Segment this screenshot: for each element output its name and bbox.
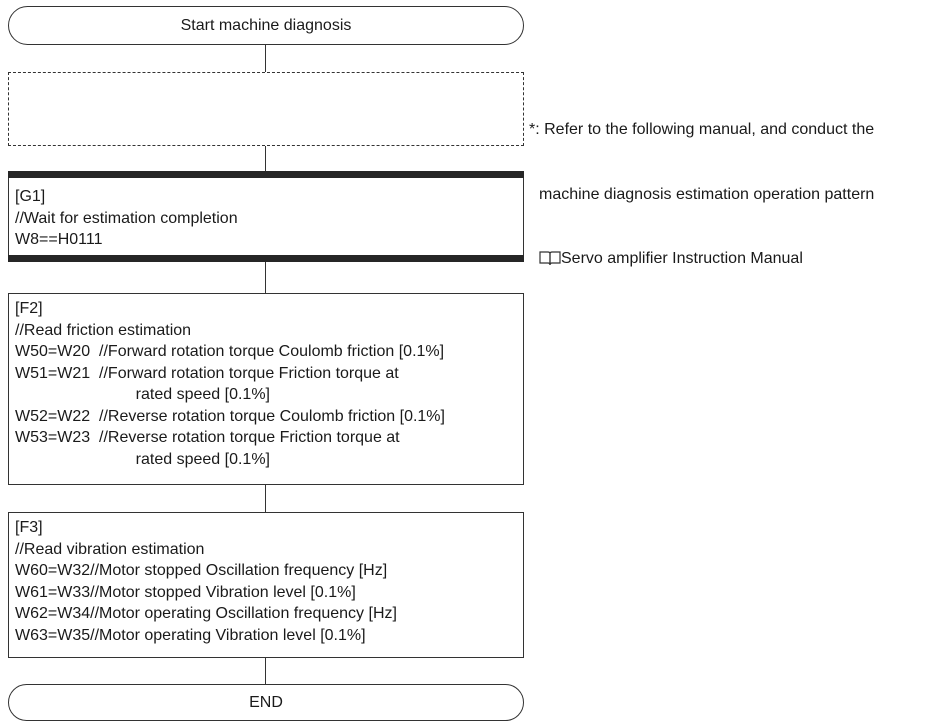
f2-step-box: [F2] //Read friction estimation W50=W20 …	[8, 293, 524, 485]
note-line-2: machine diagnosis estimation operation p…	[539, 185, 875, 203]
note-line-1: Refer to the following manual, and condu…	[544, 121, 875, 138]
f3-line: W62=W34//Motor operating Oscillation fre…	[15, 605, 397, 622]
connector-line	[265, 658, 266, 684]
f3-line: W63=W35//Motor operating Vibration level…	[15, 626, 366, 644]
manual-book-icon	[539, 251, 561, 266]
connector-line	[265, 45, 266, 72]
f3-step-box: [F3] //Read vibration estimation W60=W32…	[8, 512, 524, 658]
f2-line: //Read friction estimation	[15, 321, 192, 339]
connector-line	[265, 485, 266, 512]
start-terminal: Start machine diagnosis	[8, 6, 524, 45]
f2-line: rated speed [0.1%]	[69, 386, 270, 403]
end-label: END	[249, 693, 283, 711]
f2-line: [F2]	[15, 300, 43, 317]
f2-line: rated speed [0.1%]	[69, 450, 270, 468]
reference-note: *: Refer to the following manual, and co…	[529, 76, 874, 291]
f3-line: //Read vibration estimation	[15, 540, 205, 558]
g1-bottom-bar	[8, 255, 524, 262]
g1-line: W8==H0111	[15, 231, 103, 248]
dashed-step-box	[8, 72, 524, 146]
f2-line: W50=W20 //Forward rotation torque Coulom…	[15, 343, 445, 360]
note-line-3: Servo amplifier Instruction Manual	[561, 250, 803, 267]
start-label: Start machine diagnosis	[180, 16, 352, 34]
g1-line: [G1]	[15, 188, 46, 205]
g1-step-box: [G1] //Wait for estimation completion W8…	[8, 178, 524, 255]
f3-line: [F3]	[15, 519, 43, 536]
note-marker: *:	[529, 121, 540, 138]
g1-top-bar	[8, 171, 524, 178]
end-terminal: END	[8, 684, 524, 721]
f3-line: W61=W33//Motor stopped Vibration level […	[15, 583, 356, 601]
f2-line: W52=W22 //Reverse rotation torque Coulom…	[15, 407, 445, 425]
g1-line: //Wait for estimation completion	[15, 209, 238, 227]
f2-line: W51=W21 //Forward rotation torque Fricti…	[15, 364, 399, 382]
f3-line: W60=W32//Motor stopped Oscillation frequ…	[15, 562, 388, 579]
f2-line: W53=W23 //Reverse rotation torque Fricti…	[15, 429, 400, 446]
connector-line	[265, 262, 266, 293]
connector-line	[265, 146, 266, 171]
